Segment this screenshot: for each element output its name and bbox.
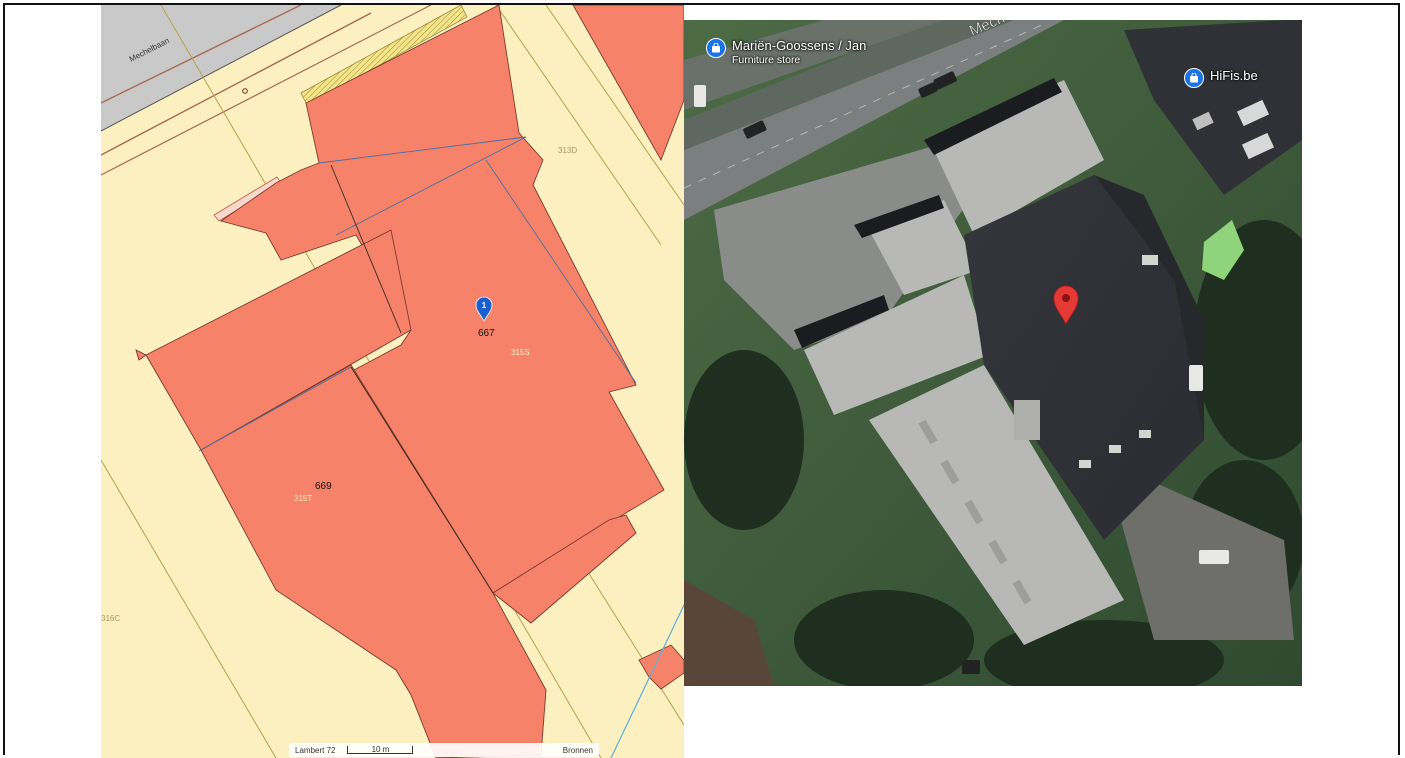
paved-yard-right: [1104, 460, 1294, 640]
parcel-number-669: 669: [315, 481, 332, 492]
place-name: HiFis.be: [1210, 68, 1258, 83]
location-pin-icon: [475, 296, 493, 322]
shopping-bag-icon: [1184, 68, 1204, 88]
road-line-3: [101, 5, 432, 176]
dark-cars: [743, 71, 980, 674]
roof-wing: [804, 275, 989, 415]
survey-point: [242, 88, 248, 94]
place-furniture-store[interactable]: Mariën-Goossens / Jan Furniture store: [706, 38, 866, 66]
place-hifis[interactable]: HiFis.be: [1184, 68, 1258, 88]
building-top-right: [572, 5, 684, 162]
roof-unit-3: [1192, 111, 1214, 131]
road-top: [684, 20, 944, 110]
building-main: [219, 5, 665, 594]
sources-link[interactable]: Bronnen: [562, 745, 593, 755]
building-sliver-left: [135, 349, 147, 361]
road: [684, 20, 1064, 220]
pond: [1202, 220, 1244, 280]
location-pin-icon: [1053, 285, 1079, 325]
building-annex: [492, 514, 637, 624]
marker-number: 1: [482, 301, 487, 310]
road-edge: [101, 5, 342, 132]
roof-vents: [918, 419, 1032, 605]
buildings: [135, 5, 684, 758]
road-verge: [684, 20, 1014, 150]
scale-bar: Lambert 72 10 m Bronnen: [289, 743, 599, 757]
screenshot-frame: [3, 3, 1400, 755]
hatched-strip: [300, 5, 468, 106]
pin-center: [1062, 294, 1070, 302]
parcel-code-315T: 315T: [294, 494, 312, 503]
satellite-map[interactable]: Mech Mariën-Goossens / Jan Furniture sto…: [684, 20, 1302, 686]
roof-unit-1: [1236, 99, 1270, 127]
roof-unit-2: [1241, 132, 1275, 160]
watercourse-line: [610, 604, 684, 758]
building-wing-left: [145, 229, 412, 451]
parcel-code-315S: 315S: [511, 348, 530, 357]
shopping-bag-icon: [706, 38, 726, 58]
satellite-map-canvas: Mech: [684, 20, 1302, 686]
parked-cars: [694, 85, 1229, 564]
road-line-1: [101, 5, 302, 104]
neighbour-code-313D: 313D: [558, 146, 577, 155]
parcel-number-667: 667: [478, 328, 495, 339]
roof-main: [964, 175, 1204, 540]
parcel-divisions: [198, 136, 637, 452]
skylights: [1014, 255, 1158, 468]
location-marker[interactable]: 1: [475, 296, 493, 322]
paved-yard: [714, 140, 984, 350]
scale-length: 10 m: [347, 746, 414, 754]
projection-label: Lambert 72: [295, 745, 336, 755]
neighbour-code-316C: 316C: [101, 614, 120, 623]
place-name: Mariën-Goossens / Jan: [732, 38, 867, 53]
place-category: Furniture store: [732, 54, 801, 66]
building-divisions: [330, 164, 494, 594]
roof-shadows: [794, 78, 1062, 348]
selected-location-pin[interactable]: [1053, 285, 1079, 325]
road-marking: [684, 23, 1045, 189]
roof-main-east: [1094, 175, 1204, 440]
field: [684, 580, 774, 686]
cadastral-map-canvas: Mechelbaan 1 667 315S 669 315T 313D 316C: [101, 5, 684, 758]
cadastral-map[interactable]: Mechelbaan 1 667 315S 669 315T 313D 316C…: [101, 5, 684, 758]
road-line-2: [101, 12, 372, 156]
place-label: Mariën-Goossens / Jan Furniture store: [732, 38, 866, 66]
roof-north: [929, 80, 1104, 235]
